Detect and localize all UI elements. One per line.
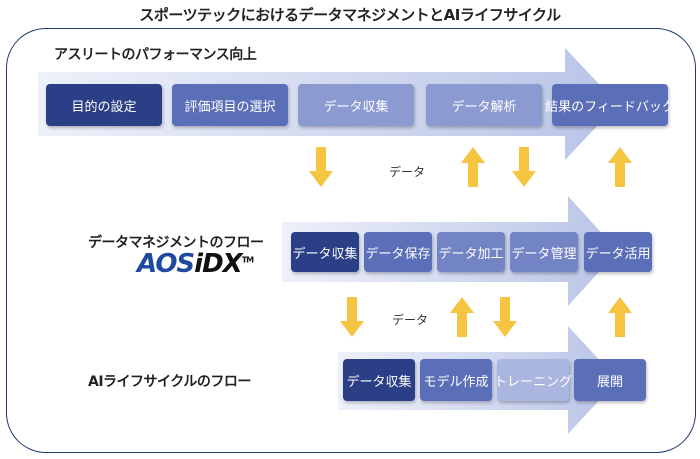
arrow-up-icon [450, 297, 474, 337]
step-feedback: 結果のフィードバック [545, 84, 675, 126]
dm-step-collect: データ収集 [291, 232, 359, 272]
step-data-analysis: データ解析 [426, 84, 542, 126]
step-label: データ収集 [323, 99, 389, 115]
step-label: データ活用 [585, 246, 651, 262]
step-metric-select: 評価項目の選択 [172, 84, 288, 126]
step-data-collection: データ収集 [298, 84, 414, 126]
step-label: データ収集 [292, 246, 358, 262]
ai-step-deploy: 展開 [574, 359, 646, 401]
arrow-down-icon [340, 297, 364, 337]
dm-step-manage: データ管理 [510, 232, 578, 272]
dm-step-utilize: データ活用 [584, 232, 652, 272]
outer-frame [6, 28, 696, 453]
step-label: データ保存 [365, 246, 431, 262]
logo-tm: TM [241, 255, 254, 265]
arrow-down-icon [493, 297, 517, 337]
logo-part-aos: AOS [137, 249, 195, 279]
ai-step-model: モデル作成 [420, 359, 492, 401]
step-label: 目的の設定 [71, 99, 137, 115]
diagram-title: スポーツテックにおけるデータマネジメントとAIライフサイクル [139, 6, 561, 24]
arrow-up-icon [608, 297, 632, 337]
connector-note-upper: データ [389, 165, 426, 179]
step-label: データ解析 [451, 99, 517, 115]
connector-note-lower: データ [392, 313, 429, 327]
step-label: モデル作成 [423, 374, 489, 390]
step-label: データ収集 [346, 374, 412, 390]
dm-step-store: データ保存 [364, 232, 432, 272]
step-label: 結果のフィードバック [545, 99, 675, 115]
ai-step-training: トレーニング [494, 359, 573, 401]
dm-step-process: データ加工 [437, 232, 505, 272]
arrow-up-icon [461, 147, 485, 187]
arrow-up-icon [608, 147, 632, 187]
step-label: データ加工 [438, 246, 504, 262]
section-label-athlete: アスリートのパフォーマンス向上 [54, 47, 257, 63]
step-label: 評価項目の選択 [184, 99, 276, 115]
arrow-down-icon [309, 147, 333, 187]
step-purpose: 目的の設定 [46, 84, 162, 126]
logo-part-idx: iDX [194, 249, 243, 279]
ai-step-collect: データ収集 [343, 359, 415, 401]
arrow-down-icon [512, 147, 536, 187]
step-label: トレーニング [494, 374, 573, 390]
section-label-ai-lifecycle: AIライフサイクルのフロー [88, 374, 251, 390]
step-label: データ管理 [511, 246, 577, 262]
aosidx-logo: AOSiDXTM [137, 249, 254, 279]
section-label-data-management: データマネジメントのフロー [88, 235, 264, 251]
step-label: 展開 [596, 374, 623, 390]
